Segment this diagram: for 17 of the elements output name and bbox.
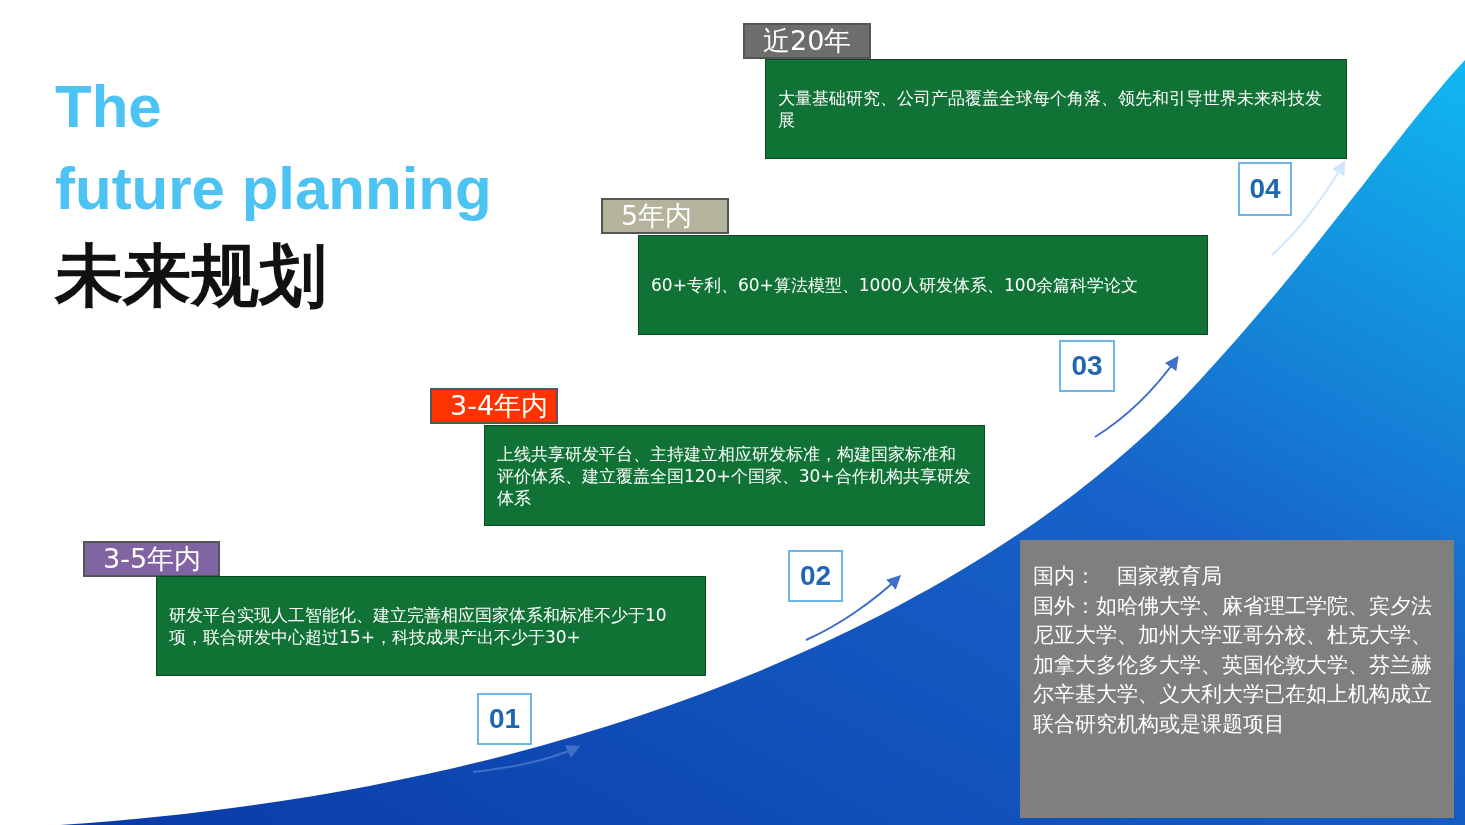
step-number: 03 bbox=[1059, 340, 1115, 392]
milestone-text: 上线共享研发平台、主持建立相应研发标准，构建国家标准和评价体系、建立覆盖全国120+个国家、30+合作机构共享研发体系 bbox=[497, 442, 972, 509]
step-number: 02 bbox=[788, 550, 843, 602]
step-number: 04 bbox=[1238, 162, 1292, 216]
info-text: 国外：如哈佛大学、麻省理工学院、宾夕法尼亚大学、加州大学亚哥分校、杜克大学、加拿大多伦多大学、英国伦敦大学、芬兰赫尔辛基大学、义大利大学已在如上机构成立联合研究机构或是课题项目 bbox=[1033, 592, 1433, 738]
milestone-text: 研发平台实现人工智能化、建立完善相应国家体系和标准不少于10项，联合研发中心超过15+，科技成果产出不少于30+ bbox=[169, 604, 668, 648]
milestone-text: 大量基础研究、公司产品覆盖全球每个角落、领先和引导世界未来科技发展 bbox=[778, 87, 1323, 131]
year-tab: 3-4年内 bbox=[430, 388, 558, 424]
step-number: 01 bbox=[477, 693, 532, 745]
milestone-text: 60+专利、60+算法模型、1000人研发体系、100余篇科学论文 bbox=[651, 274, 1139, 296]
subtitle: 未来规划 bbox=[55, 236, 327, 316]
year-tab: 5年内 bbox=[601, 198, 729, 234]
info-panel bbox=[1020, 540, 1454, 818]
year-tab: 近20年 bbox=[743, 23, 871, 59]
title: The future planning bbox=[55, 72, 493, 224]
year-tab: 3-5年内 bbox=[83, 541, 220, 577]
info-text: 国内： 国家教育局 bbox=[1033, 563, 1223, 590]
